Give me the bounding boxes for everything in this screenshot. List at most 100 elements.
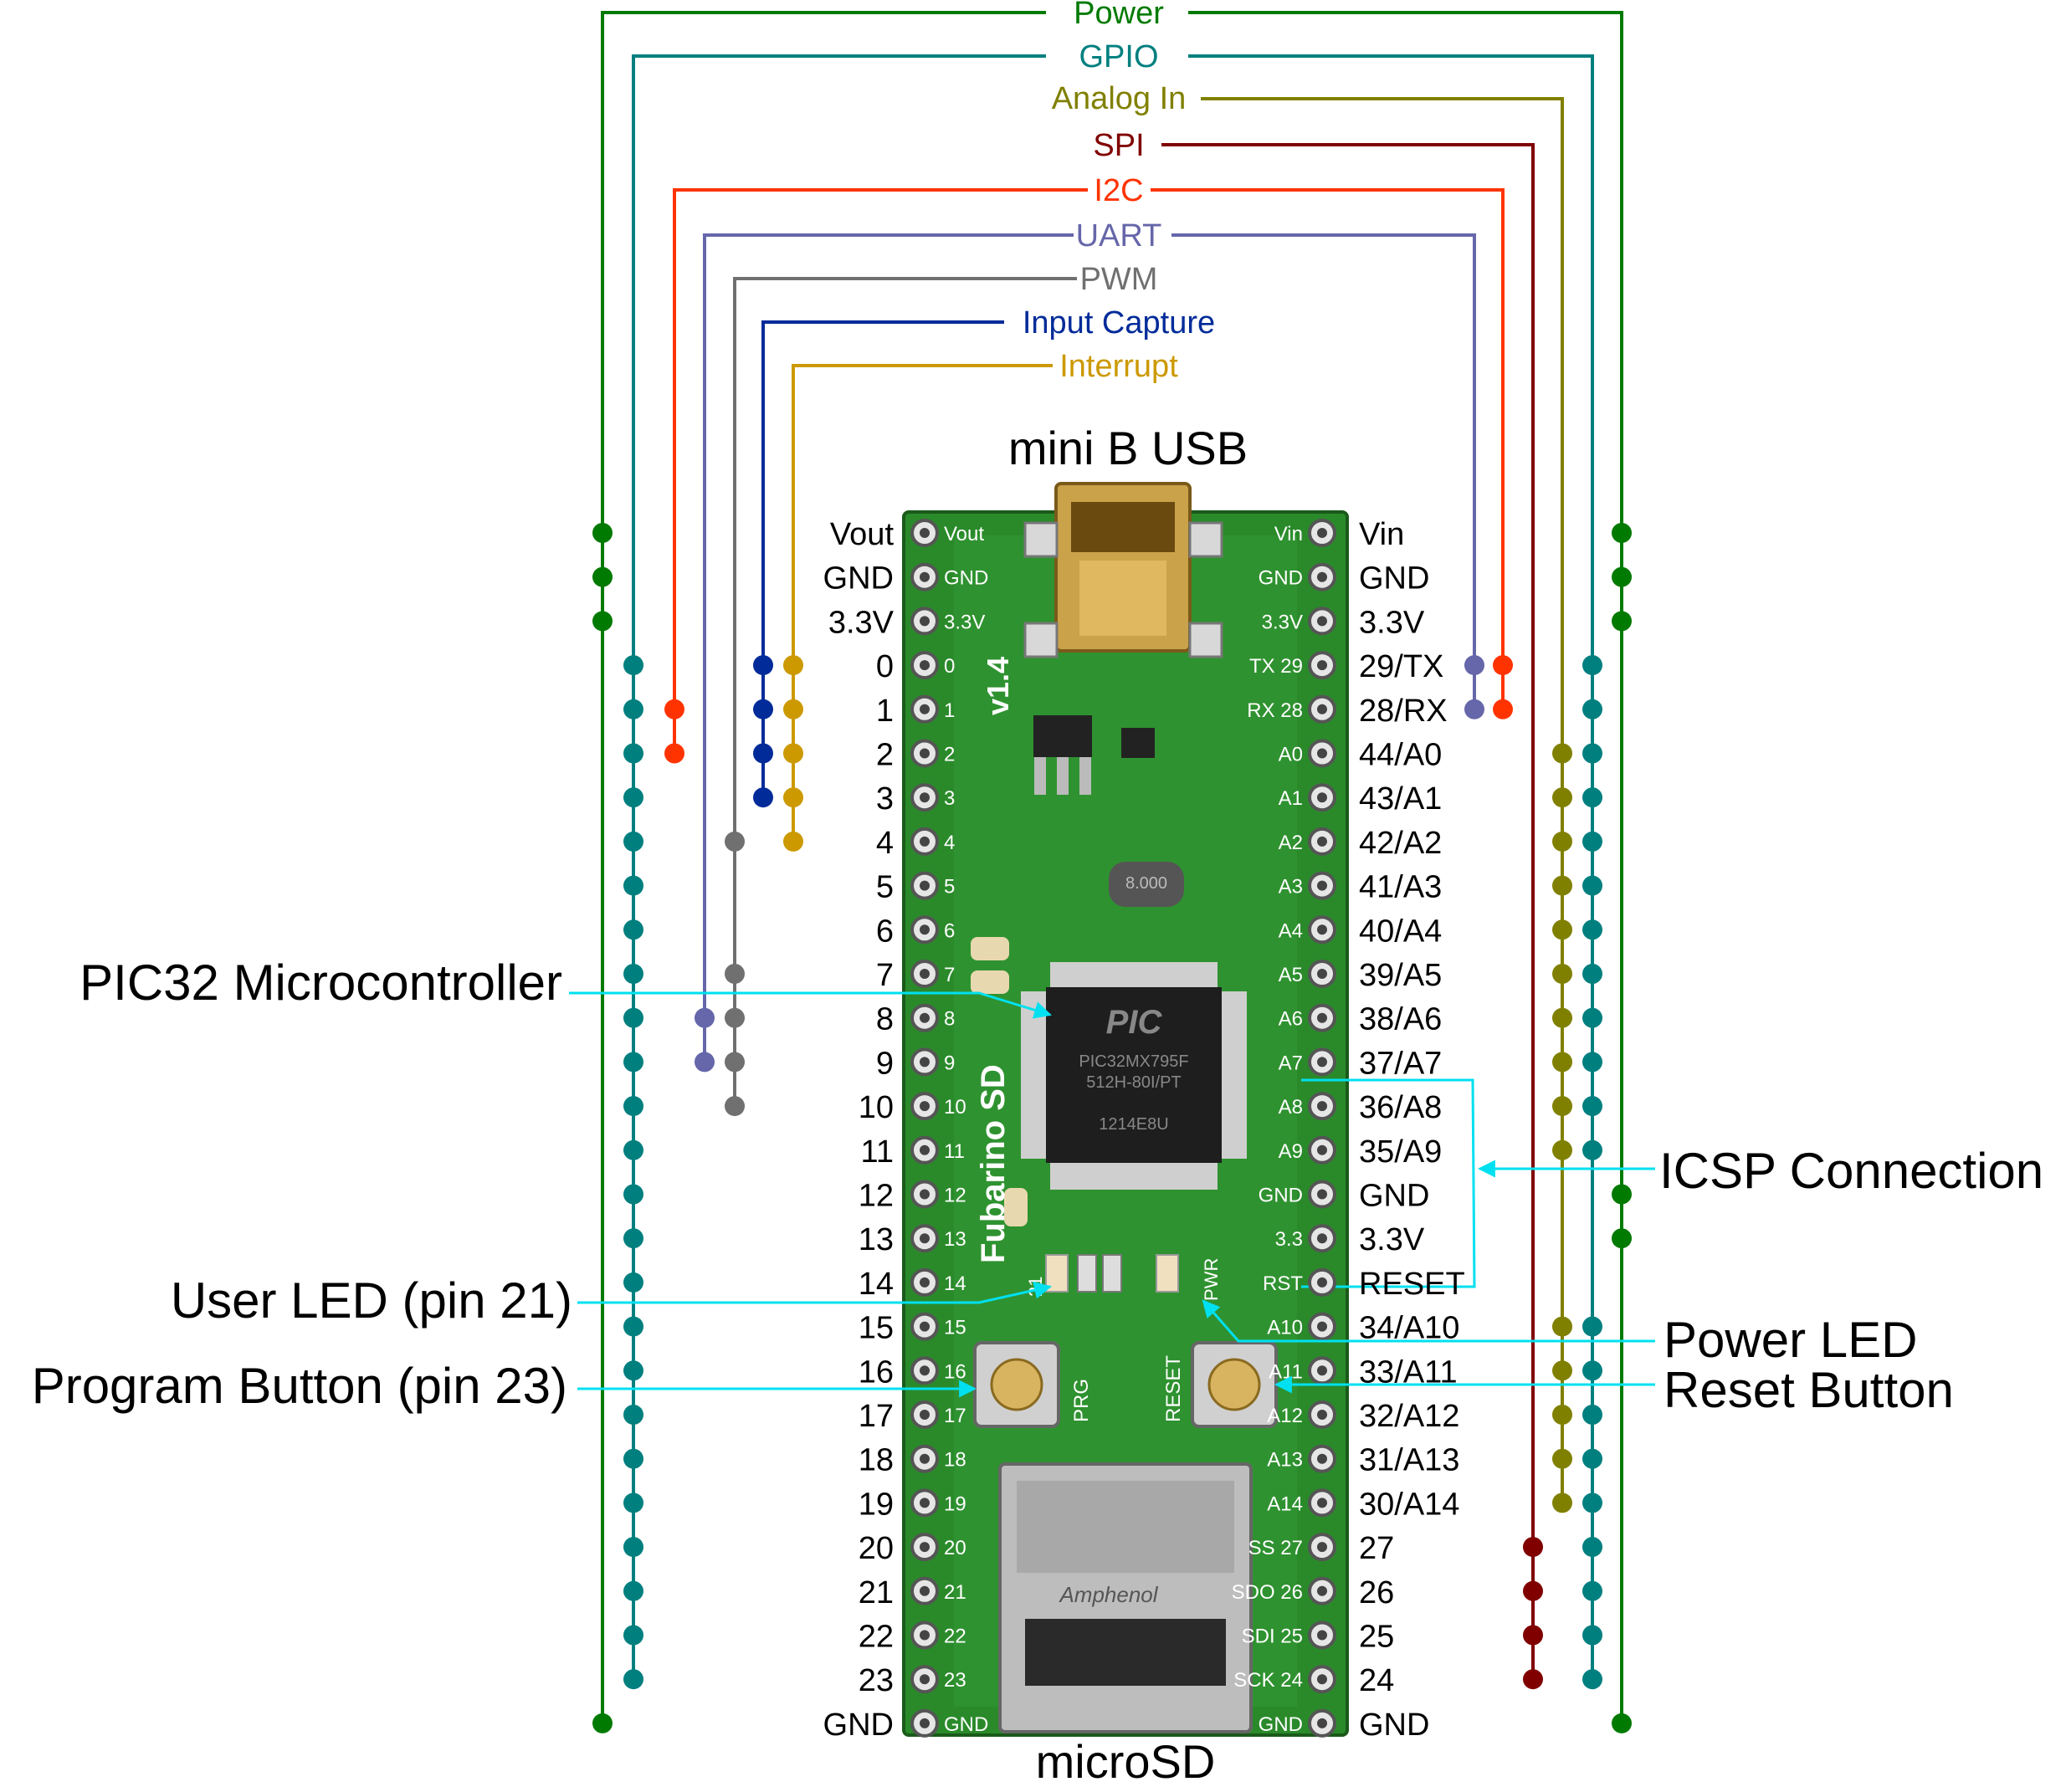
i2c-dot	[664, 699, 684, 719]
interrupt-dot	[783, 744, 803, 764]
regulator-leg-3	[1079, 757, 1091, 795]
header-hole-center	[920, 1190, 930, 1200]
left-pin-label: 18	[859, 1443, 894, 1478]
input-capture-dot	[753, 699, 773, 719]
legend-pwm-label: PWM	[1080, 262, 1158, 297]
silk-left: 18	[944, 1449, 966, 1472]
reset-button[interactable]	[1192, 1343, 1276, 1426]
right-pin-label: 38/A6	[1359, 1002, 1442, 1037]
right-pin-label: 31/A13	[1359, 1443, 1459, 1478]
header-hole-center	[1317, 792, 1327, 802]
silk-left: 22	[944, 1626, 966, 1648]
silk-right: A7	[1279, 1052, 1303, 1074]
header-hole-center	[1317, 1586, 1327, 1596]
program-button-cap[interactable]	[992, 1359, 1042, 1410]
legend: Power GPIO Analog In SPI I2C UART PWM In…	[1023, 0, 1215, 384]
header-hole-center	[920, 1454, 930, 1464]
voltage-regulator	[1033, 715, 1092, 757]
chip-part-line3: 1214E8U	[1099, 1115, 1168, 1134]
silk-left: 20	[944, 1537, 966, 1559]
input-capture-dot	[753, 655, 773, 675]
analog-dot	[1552, 1492, 1572, 1513]
right-pin-label: 32/A12	[1359, 1399, 1459, 1434]
gpio-dot	[1582, 1096, 1602, 1116]
gpio-dot	[1582, 1537, 1602, 1557]
analog-dot	[1552, 1317, 1572, 1337]
header-hole-center	[1317, 881, 1327, 891]
silk-left: 6	[944, 919, 955, 942]
right-pin-label: 43/A1	[1359, 781, 1442, 817]
silk-right: A14	[1267, 1492, 1303, 1515]
interrupt-dot	[783, 655, 803, 675]
silk-right: A2	[1279, 832, 1303, 854]
right-pin-label: 37/A7	[1359, 1046, 1442, 1081]
usb-tab-right	[1190, 523, 1222, 556]
icsp-callout-label: ICSP Connection	[1659, 1143, 2043, 1199]
right-pin-label: 26	[1359, 1575, 1394, 1610]
right-pin-label: RESET	[1359, 1267, 1465, 1302]
gpio-dot	[623, 699, 643, 719]
right-pin-label: 25	[1359, 1620, 1394, 1655]
chip-part-line1: PIC32MX795F	[1079, 1052, 1188, 1071]
gpio-dot	[623, 1449, 643, 1469]
silk-right: SS 27	[1248, 1537, 1303, 1559]
gpio-dot	[1582, 1626, 1602, 1646]
silk-right: GND	[1259, 1713, 1303, 1736]
silk-right: GND	[1259, 1185, 1303, 1207]
pwm-dot	[725, 1096, 745, 1116]
reset-button-cap[interactable]	[1209, 1359, 1259, 1410]
header-hole-center	[920, 1322, 930, 1332]
silk-left: 5	[944, 876, 955, 899]
analog-dot	[1552, 1052, 1572, 1072]
gpio-dot	[1582, 1581, 1602, 1601]
silk-left: GND	[944, 567, 988, 590]
header-hole-center	[920, 749, 930, 759]
pwm-dot	[725, 1052, 745, 1072]
gpio-dot	[1582, 1008, 1602, 1028]
header-hole-center	[1317, 528, 1327, 538]
pwm-dot	[725, 832, 745, 852]
silk-right: A6	[1279, 1008, 1303, 1031]
right-pin-label: 42/A2	[1359, 826, 1442, 861]
silk-right: 3.3	[1275, 1228, 1303, 1251]
gpio-dot	[623, 1228, 643, 1248]
left-pin-label: 3.3V	[828, 605, 895, 640]
header-hole-center	[920, 660, 930, 670]
silk-left: 23	[944, 1669, 966, 1692]
header-hole-center	[1317, 1233, 1327, 1243]
program-button[interactable]	[975, 1343, 1059, 1426]
left-pin-label: 3	[876, 781, 894, 817]
interrupt-dot	[783, 699, 803, 719]
header-hole-center	[1317, 1013, 1327, 1023]
header-hole-center	[1317, 1498, 1327, 1508]
silk-right: GND	[1259, 567, 1303, 590]
silk-right: SDI 25	[1242, 1626, 1303, 1648]
gpio-dot	[1582, 876, 1602, 896]
silk-right: RST	[1263, 1272, 1303, 1295]
header-hole-center	[1317, 1101, 1327, 1111]
gpio-dot	[623, 919, 643, 940]
usb-tab-left-bottom	[1025, 623, 1057, 657]
diode	[1121, 728, 1155, 758]
right-pin-label: GND	[1359, 1179, 1429, 1214]
analog-dot	[1552, 1449, 1572, 1469]
gpio-dot	[623, 1140, 643, 1160]
gpio-dot	[623, 1581, 643, 1601]
led-resistor-1	[1078, 1255, 1096, 1292]
analog-dot	[1552, 744, 1572, 764]
header-hole-center	[920, 1631, 930, 1641]
silk-left: 14	[944, 1272, 966, 1295]
silk-right: A4	[1279, 919, 1303, 942]
silk-left: GND	[944, 1713, 988, 1736]
right-pin-label: 3.3V	[1359, 605, 1425, 640]
right-pin-label: 27	[1359, 1531, 1394, 1566]
gpio-dot	[1582, 1449, 1602, 1469]
usb-opening	[1071, 502, 1175, 552]
gpio-dot	[623, 1317, 643, 1337]
i2c-dot	[1493, 655, 1513, 675]
silk-right: A0	[1279, 744, 1303, 766]
header-hole-center	[1317, 1277, 1327, 1288]
left-pin-label: 12	[859, 1179, 894, 1214]
usb-body	[1079, 561, 1166, 636]
right-pin-label: 40/A4	[1359, 914, 1442, 949]
